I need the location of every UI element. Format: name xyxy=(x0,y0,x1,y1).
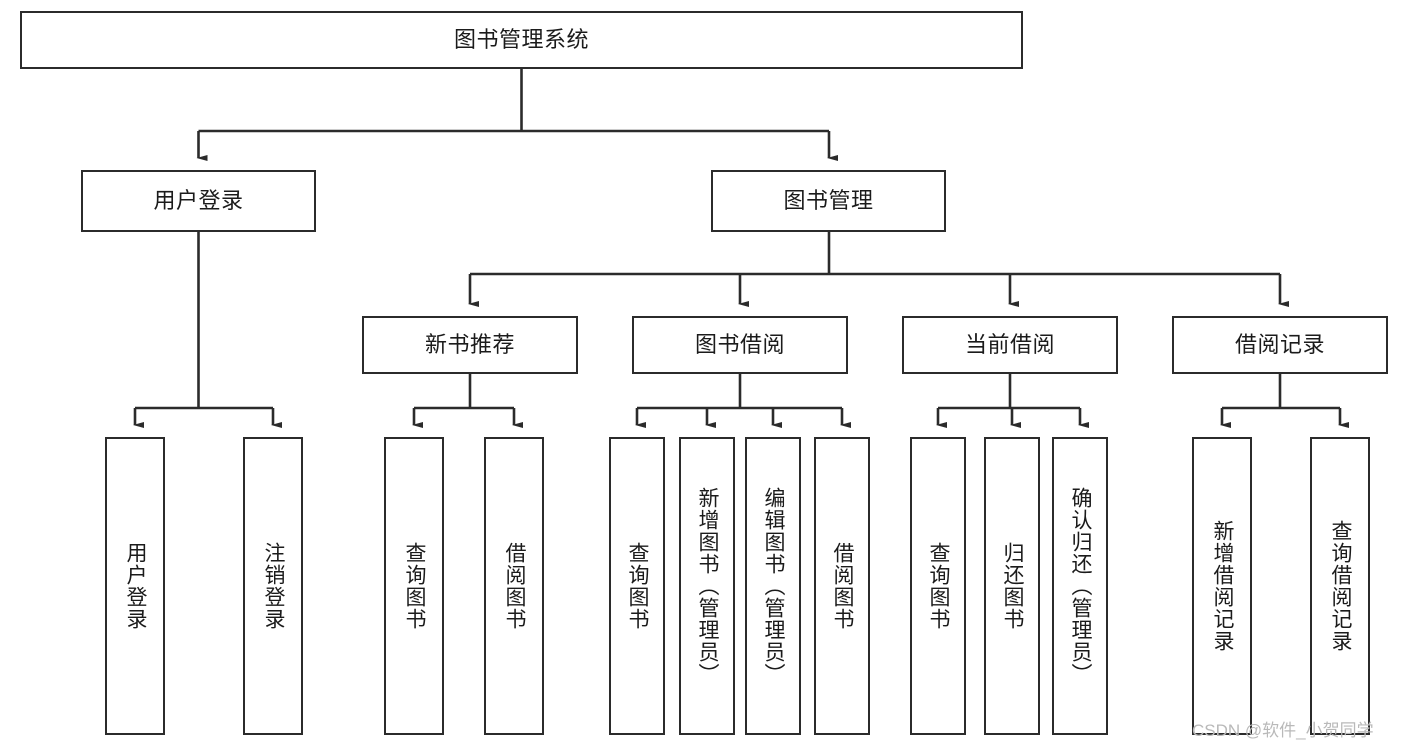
node-label: 借阅图书 xyxy=(831,542,855,630)
leaf-borrow-query-books[interactable]: 查询图书 xyxy=(609,437,665,735)
node-root-system[interactable]: 图书管理系统 xyxy=(20,11,1023,69)
leaf-current-confirm-return-admin[interactable]: 确认归还（管理员） xyxy=(1052,437,1108,735)
node-label: 图书管理 xyxy=(783,188,874,214)
leaf-newbook-query-books[interactable]: 查询图书 xyxy=(384,437,444,735)
node-label: 新增图书（管理员） xyxy=(696,487,720,685)
node-label: 查询图书 xyxy=(927,542,951,630)
leaf-newbook-borrow-books[interactable]: 借阅图书 xyxy=(484,437,544,735)
node-label: 查询借阅记录 xyxy=(1329,520,1353,652)
node-label: 归还图书 xyxy=(1001,542,1025,630)
leaf-current-query-books[interactable]: 查询图书 xyxy=(910,437,966,735)
node-label: 新增借阅记录 xyxy=(1211,520,1235,652)
node-label: 用户登录 xyxy=(124,542,148,630)
node-borrow-record[interactable]: 借阅记录 xyxy=(1172,316,1388,374)
node-book-borrow[interactable]: 图书借阅 xyxy=(632,316,848,374)
node-user-login[interactable]: 用户登录 xyxy=(81,170,316,232)
node-label: 图书借阅 xyxy=(694,332,785,358)
leaf-user-login[interactable]: 用户登录 xyxy=(105,437,165,735)
node-label: 注销登录 xyxy=(262,542,286,630)
leaf-record-add-borrow-record[interactable]: 新增借阅记录 xyxy=(1192,437,1252,735)
node-label: 编辑图书（管理员） xyxy=(762,487,786,685)
node-label: 借阅图书 xyxy=(503,542,527,630)
node-label: 查询图书 xyxy=(403,542,427,630)
node-label: 借阅记录 xyxy=(1234,332,1325,358)
csdn-watermark: CSDN @软件_小贺同学 xyxy=(1192,721,1374,740)
node-label: 查询图书 xyxy=(626,542,650,630)
leaf-borrow-borrow-books[interactable]: 借阅图书 xyxy=(814,437,870,735)
leaf-user-logout[interactable]: 注销登录 xyxy=(243,437,303,735)
node-new-book-recommend[interactable]: 新书推荐 xyxy=(362,316,578,374)
node-current-borrow[interactable]: 当前借阅 xyxy=(902,316,1118,374)
node-book-management[interactable]: 图书管理 xyxy=(711,170,946,232)
leaf-borrow-edit-book-admin[interactable]: 编辑图书（管理员） xyxy=(745,437,801,735)
leaf-record-query-borrow-record[interactable]: 查询借阅记录 xyxy=(1310,437,1370,735)
leaf-borrow-add-book-admin[interactable]: 新增图书（管理员） xyxy=(679,437,735,735)
node-label: 确认归还（管理员） xyxy=(1069,487,1093,685)
node-label: 新书推荐 xyxy=(424,332,515,358)
node-label: 当前借阅 xyxy=(964,332,1055,358)
leaf-current-return-books[interactable]: 归还图书 xyxy=(984,437,1040,735)
node-label: 用户登录 xyxy=(153,188,244,214)
node-label: 图书管理系统 xyxy=(453,27,589,53)
